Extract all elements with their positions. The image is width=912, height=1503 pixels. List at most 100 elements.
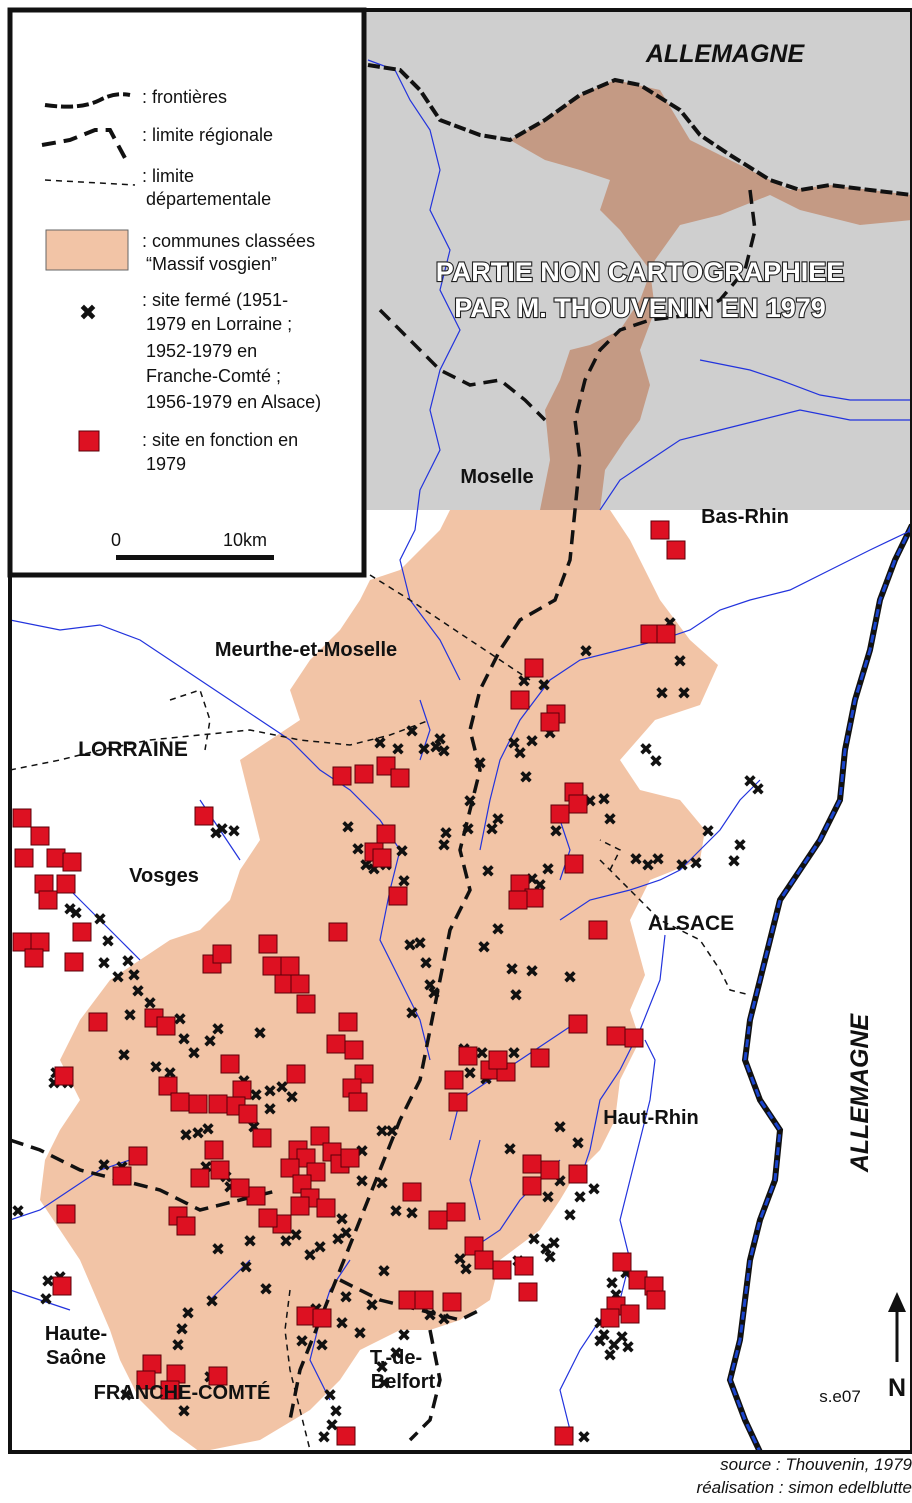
open-site-marker bbox=[296, 1306, 316, 1326]
closed-site-marker: ✖ bbox=[377, 1374, 391, 1394]
open-site-marker bbox=[220, 1054, 240, 1074]
scale-ten: 10km bbox=[223, 530, 267, 550]
open-site-marker bbox=[332, 766, 352, 786]
closed-site-marker: ✖ bbox=[253, 1024, 267, 1044]
closed-site-marker: ✖ bbox=[111, 968, 125, 988]
closed-site-marker: ✖ bbox=[227, 822, 241, 842]
open-site-marker bbox=[624, 1028, 644, 1048]
closed-site-marker: ✖ bbox=[397, 1326, 411, 1346]
open-site-marker bbox=[508, 890, 528, 910]
closed-site-marker: ✖ bbox=[355, 1172, 369, 1192]
closed-site-marker: ✖ bbox=[607, 1336, 621, 1356]
closed-site-marker: ✖ bbox=[171, 1336, 185, 1356]
closed-site-marker: ✖ bbox=[453, 1250, 467, 1270]
closed-site-marker: ✖ bbox=[543, 1248, 557, 1268]
open-site-marker bbox=[34, 874, 54, 894]
sites-layer: ✖✖✖✖✖✖✖✖✖✖✖✖✖✖✖✖✖✖✖✖✖✖✖✖✖✖✖✖✖✖✖✖✖✖✖✖✖✖✖✖… bbox=[11, 520, 765, 1448]
open-site-marker bbox=[188, 1094, 208, 1114]
closed-site-marker: ✖ bbox=[677, 684, 691, 704]
closed-site-marker: ✖ bbox=[335, 1314, 349, 1334]
label-alsace: ALSACE bbox=[648, 912, 734, 935]
closed-site-marker: ✖ bbox=[701, 822, 715, 842]
closed-site-marker: ✖ bbox=[385, 1122, 399, 1142]
closed-site-marker: ✖ bbox=[621, 1338, 635, 1358]
closed-site-marker: ✖ bbox=[175, 1320, 189, 1340]
closed-site-marker: ✖ bbox=[211, 1020, 225, 1040]
closed-site-marker: ✖ bbox=[97, 954, 111, 974]
closed-site-marker: ✖ bbox=[423, 1306, 437, 1326]
open-site-marker bbox=[524, 888, 544, 908]
open-site-marker bbox=[474, 1250, 494, 1270]
legend-frontieres: : frontières bbox=[142, 87, 227, 107]
closed-site-marker: ✖ bbox=[547, 1234, 561, 1254]
closed-site-marker: ✖ bbox=[39, 1290, 53, 1310]
open-site-marker bbox=[280, 956, 300, 976]
regional-limit-west bbox=[10, 1138, 281, 1212]
rivers bbox=[10, 59, 912, 1431]
label-allemagne-right: ALLEMAGNE bbox=[846, 1013, 874, 1174]
open-site-marker bbox=[530, 1048, 550, 1068]
label-franche-comte: FRANCHE-COMTÉ bbox=[94, 1381, 271, 1404]
closed-site-marker: ✖ bbox=[289, 1226, 303, 1246]
closed-site-marker: ✖ bbox=[389, 1344, 403, 1364]
open-site-marker bbox=[628, 1270, 648, 1290]
closed-site-marker: ✖ bbox=[427, 984, 441, 1004]
open-site-marker bbox=[540, 712, 560, 732]
legend-ferme-2: 1979 en Lorraine ; bbox=[146, 314, 292, 334]
open-site-marker bbox=[650, 520, 670, 540]
closed-site-marker: ✖ bbox=[525, 962, 539, 982]
closed-site-marker: ✖ bbox=[263, 1082, 277, 1102]
open-site-marker bbox=[448, 1092, 468, 1112]
closed-site-marker: ✖ bbox=[179, 1126, 193, 1146]
closed-site-marker: ✖ bbox=[537, 676, 551, 696]
closed-site-marker: ✖ bbox=[389, 1202, 403, 1222]
closed-site-marker: ✖ bbox=[649, 752, 663, 772]
scale-zero: 0 bbox=[111, 530, 121, 550]
open-site-marker bbox=[568, 1164, 588, 1184]
closed-site-marker: ✖ bbox=[317, 1428, 331, 1448]
closed-site-marker: ✖ bbox=[177, 1402, 191, 1422]
closed-site-marker: ✖ bbox=[101, 932, 115, 952]
closed-site-marker: ✖ bbox=[593, 1332, 607, 1352]
label-lorraine: LORRAINE bbox=[78, 738, 188, 761]
closed-site-marker: ✖ bbox=[437, 1310, 451, 1330]
closed-site-marker: ✖ bbox=[437, 836, 451, 856]
closed-site-marker: ✖ bbox=[491, 810, 505, 830]
open-site-marker bbox=[390, 768, 410, 788]
open-site-marker bbox=[194, 806, 214, 826]
closed-site-marker: ✖ bbox=[513, 744, 527, 764]
open-site-marker bbox=[316, 1198, 336, 1218]
closed-site-marker: ✖ bbox=[727, 852, 741, 872]
closed-site-marker: ✖ bbox=[605, 1274, 619, 1294]
closed-site-marker: ✖ bbox=[211, 1240, 225, 1260]
closed-site-marker: ✖ bbox=[615, 1328, 629, 1348]
open-site-marker bbox=[12, 932, 32, 952]
open-site-marker bbox=[54, 1066, 74, 1086]
open-site-marker bbox=[514, 1256, 534, 1276]
open-site-marker bbox=[312, 1308, 332, 1328]
open-site-marker bbox=[620, 1304, 640, 1324]
closed-site-marker: ✖ bbox=[463, 792, 477, 812]
open-site-marker bbox=[524, 658, 544, 678]
closed-site-marker: ✖ bbox=[239, 1258, 253, 1278]
closed-site-marker: ✖ bbox=[377, 1262, 391, 1282]
open-site-marker bbox=[258, 934, 278, 954]
open-site-marker bbox=[554, 1426, 574, 1446]
closed-site-marker: ✖ bbox=[373, 734, 387, 754]
closed-site-marker: ✖ bbox=[603, 1346, 617, 1366]
open-site-marker bbox=[348, 1092, 368, 1112]
closed-site-marker: ✖ bbox=[519, 768, 533, 788]
closed-site-marker: ✖ bbox=[177, 1030, 191, 1050]
open-site-marker bbox=[56, 874, 76, 894]
closed-site-marker: ✖ bbox=[541, 1188, 555, 1208]
open-site-marker bbox=[588, 920, 608, 940]
closed-site-marker: ✖ bbox=[485, 820, 499, 840]
open-site-marker bbox=[568, 794, 588, 814]
open-site-marker bbox=[30, 932, 50, 952]
label-haut-rhin: Haut-Rhin bbox=[603, 1107, 699, 1129]
open-site-marker bbox=[446, 1202, 466, 1222]
closed-site-marker: ✖ bbox=[597, 790, 611, 810]
open-site-marker bbox=[262, 956, 282, 976]
open-site-marker bbox=[510, 690, 530, 710]
open-site-marker bbox=[310, 1126, 330, 1146]
